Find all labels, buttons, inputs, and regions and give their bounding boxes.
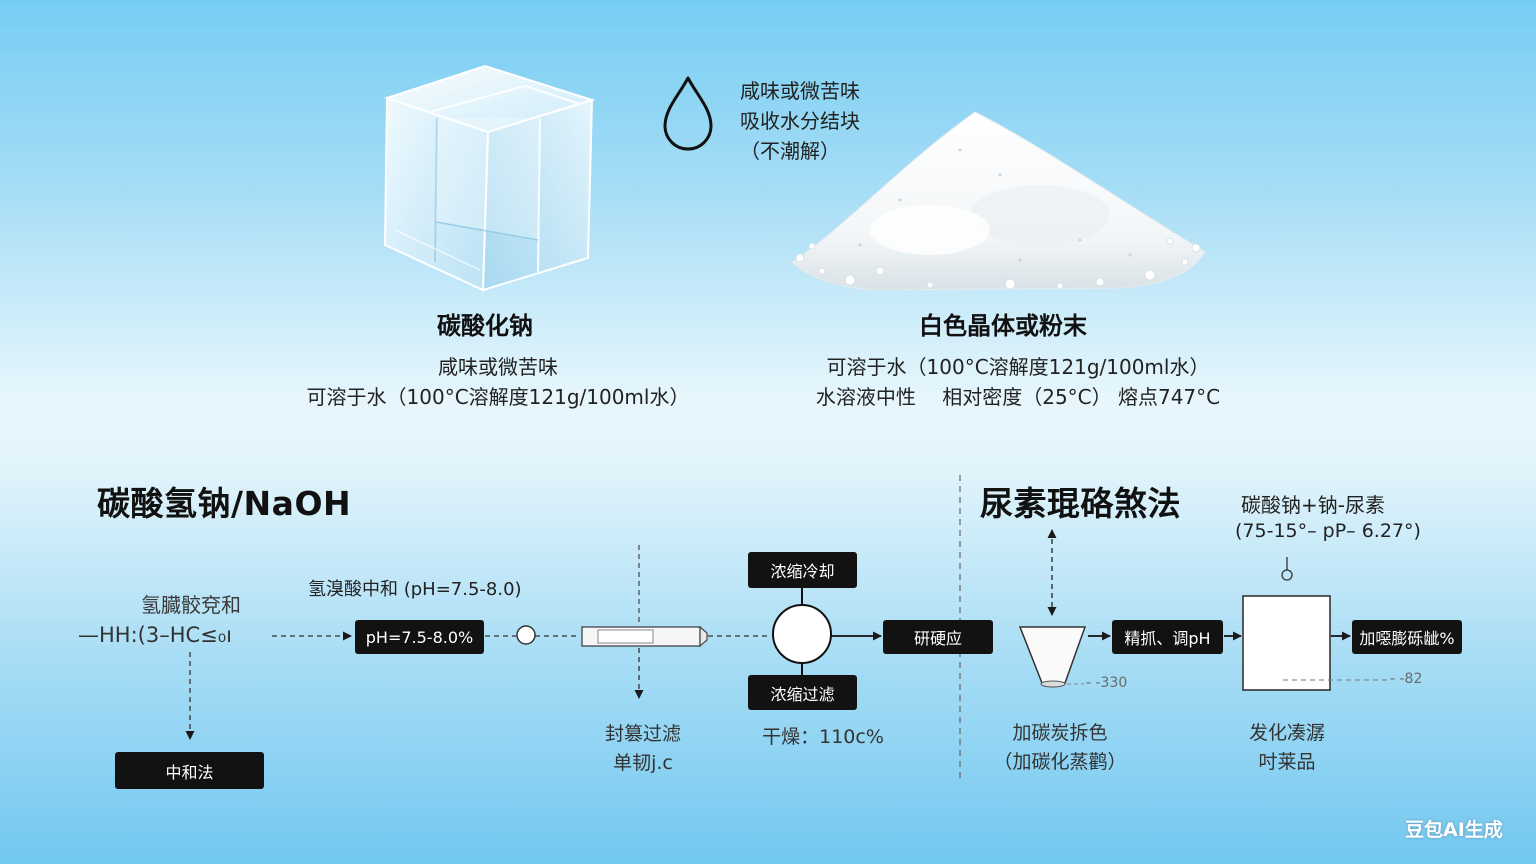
process-left-title: 碳酸氢钠/NaOH	[97, 484, 352, 523]
valve-circle	[516, 625, 536, 645]
filter-note-line: 单韧j.c	[613, 752, 673, 774]
drop-note: 咸味或微苦味 吸收水分结块 （不潮解）	[740, 76, 860, 166]
product-note: 发化凑潺 吋莱品	[1207, 719, 1367, 777]
filter-note: 封篡过滤 单韧j.c	[563, 720, 723, 778]
decolor-note: 加碳炭拆色 （加碳化蒸鹳）	[970, 719, 1150, 777]
right-description-line: 水溶液中性 相对密度（25°C） 熔点747°C	[815, 385, 1221, 409]
tube-reactor-icon	[581, 625, 708, 648]
dry-note: 干燥：110c%	[762, 726, 884, 748]
left-description-line: 可溶于水（100°C溶解度121g/100ml水）	[306, 385, 690, 409]
funnel-mark: - -330	[1086, 675, 1128, 691]
start-label: 氢臓骹兗和	[141, 593, 241, 617]
right-heading: 白色晶体或粉末	[919, 312, 1087, 340]
water-drop-icon	[663, 76, 713, 151]
ai-watermark: 豆包AI生成	[1405, 819, 1503, 841]
refine-node: 精抓、调pH	[1112, 620, 1223, 654]
vessel-circle	[772, 604, 832, 664]
probe-icon	[1281, 557, 1293, 581]
final-node: 加噁膨砾龇%	[1352, 620, 1462, 654]
right-description-line: 可溶于水（100°C溶解度121g/100ml水）	[826, 355, 1210, 379]
urea-conditions: (75-15°– pP– 6.27°)	[1235, 520, 1421, 542]
ph-node: pH=7.5-8.0%	[355, 620, 484, 654]
right-description: 可溶于水（100°C溶解度121g/100ml水） 水溶液中性 相对密度（25°…	[788, 352, 1248, 412]
neutralization-method-node: 中和法	[115, 752, 264, 789]
funnel-icon	[1018, 626, 1087, 688]
drop-note-line: 咸味或微苦味	[740, 79, 860, 103]
reaction-node: 研硬应	[883, 620, 993, 654]
product-note-line: 发化凑潺	[1248, 722, 1325, 744]
cooling-node: 浓缩冷却	[748, 552, 857, 588]
drop-note-line: 吸收水分结块	[740, 109, 860, 133]
product-note-line: 吋莱品	[1258, 751, 1316, 773]
decolor-note-line: （加碳化蒸鹳）	[993, 751, 1127, 773]
process-right-title: 尿素琨硌煞法	[980, 484, 1181, 523]
crystal-cube-image	[383, 64, 596, 292]
urea-formula: 碳酸钠+钠-尿素	[1241, 493, 1385, 517]
left-description: 咸味或微苦味 可溶于水（100°C溶解度121g/100ml水）	[283, 352, 713, 412]
filter-note-line: 封篡过滤	[604, 723, 681, 745]
decolor-note-line: 加碳炭拆色	[1012, 722, 1108, 744]
salt-pile-image	[791, 111, 1206, 291]
filtration-node: 浓缩过滤	[748, 675, 857, 710]
vessel-mark: - -82	[1390, 671, 1423, 687]
left-description-line: 咸味或微苦味	[438, 355, 558, 379]
left-heading: 碳酸化钠	[437, 312, 533, 340]
start-formula: —HH:(3–HC≤₀ı	[78, 623, 233, 647]
drop-note-line: （不潮解）	[740, 139, 840, 163]
crystallizer-vessel	[1242, 595, 1331, 691]
neutralization-label: 氢溴酸中和 (pH=7.5-8.0)	[308, 579, 522, 600]
